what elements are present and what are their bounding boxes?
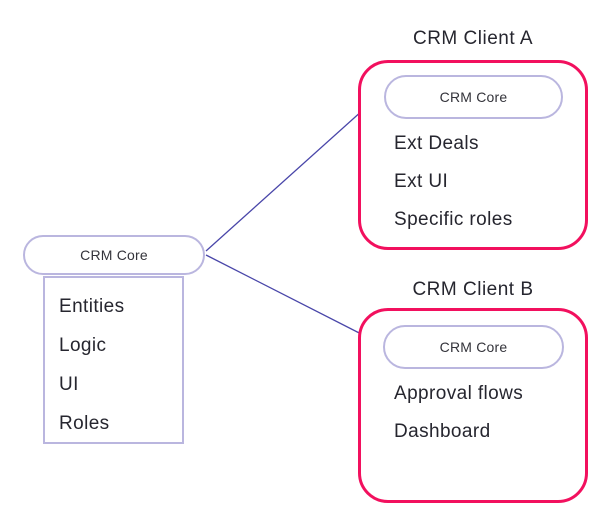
- core-module-box: Entities Logic UI Roles: [43, 276, 184, 444]
- client-a-item-list: Ext Deals Ext UI Specific roles: [394, 125, 513, 239]
- core-pill: CRM Core: [23, 235, 205, 275]
- arrow-core-to-client-a: [205, 99, 375, 252]
- client-a-core-pill-label: CRM Core: [439, 89, 508, 105]
- module-item: Entities: [59, 296, 125, 317]
- core-pill-label: CRM Core: [80, 247, 148, 263]
- module-item: Logic: [59, 335, 107, 356]
- client-b-core-pill: CRM Core: [383, 325, 564, 369]
- core-module-list: Entities Logic UI Roles: [45, 278, 182, 443]
- client-b-title: CRM Client B: [412, 279, 534, 300]
- module-item: UI: [59, 374, 79, 395]
- client-b-item-list: Approval flows Dashboard: [394, 375, 523, 451]
- client-a-box: CRM Core Ext Deals Ext UI Specific roles: [358, 60, 588, 250]
- client-b-core-pill-label: CRM Core: [439, 339, 508, 355]
- module-item: Ext Deals: [394, 133, 479, 154]
- client-a-title: CRM Client A: [412, 28, 534, 49]
- client-b-box: CRM Core Approval flows Dashboard: [358, 308, 588, 503]
- module-item: Roles: [59, 413, 110, 434]
- client-a-core-pill: CRM Core: [384, 75, 563, 119]
- module-item: Specific roles: [394, 209, 513, 230]
- arrow-core-to-client-b: [205, 254, 375, 341]
- module-item: Dashboard: [394, 421, 491, 442]
- module-item: Ext UI: [394, 171, 449, 192]
- module-item: Approval flows: [394, 383, 524, 404]
